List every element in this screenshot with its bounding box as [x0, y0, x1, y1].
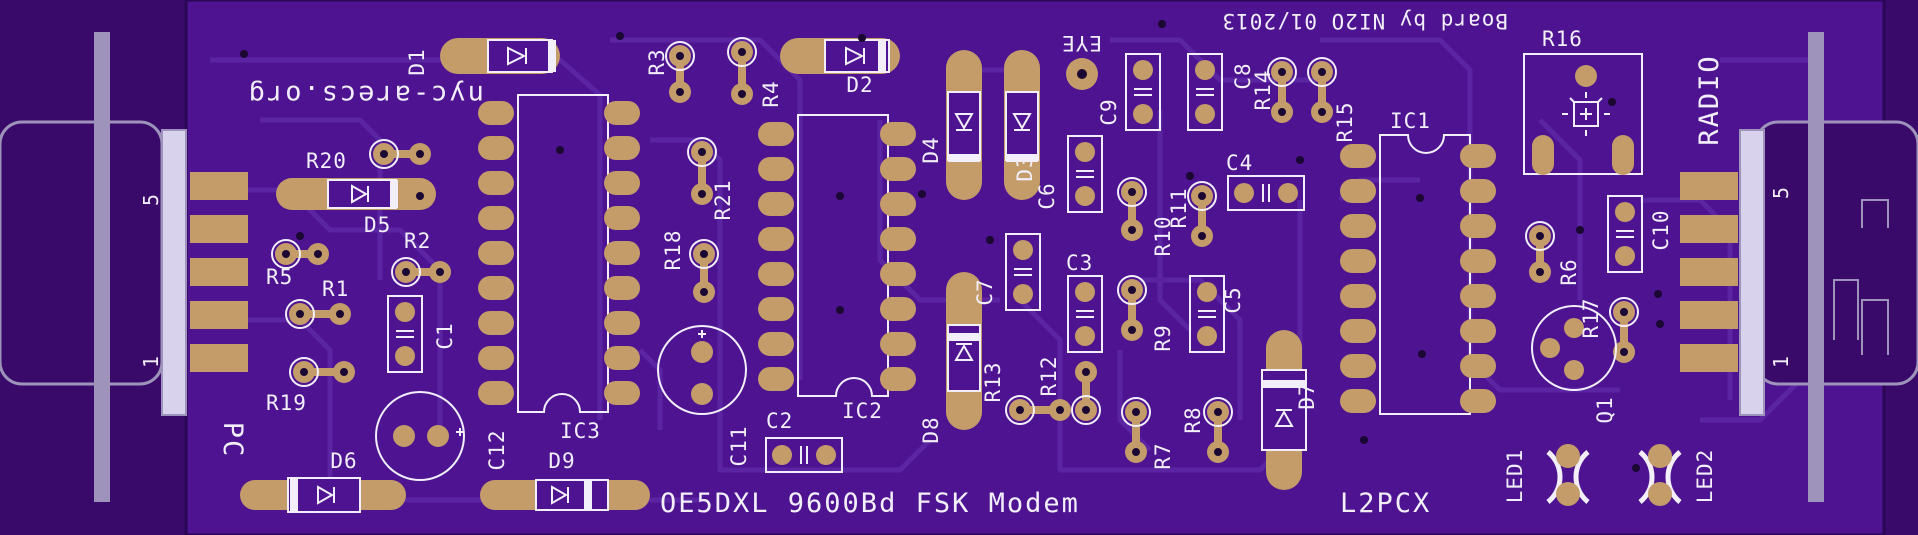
- label-ic1: IC1: [1390, 109, 1431, 133]
- label-c7: C7: [973, 278, 997, 305]
- board-title: OE5DXL 9600Bd FSK Modem: [660, 488, 1080, 519]
- label-r5: R5: [266, 265, 293, 289]
- label-d2: D2: [846, 73, 873, 97]
- label-d8: D8: [919, 416, 943, 443]
- label-r7: R7: [1151, 442, 1175, 469]
- label-d1: D1: [405, 48, 429, 75]
- label-r18: R18: [661, 230, 685, 271]
- label-r8: R8: [1181, 406, 1205, 433]
- transistor-q1: [1531, 305, 1617, 391]
- label-r4: R4: [759, 80, 783, 107]
- label-c10: C10: [1649, 210, 1673, 251]
- label-ic3: IC3: [560, 419, 601, 443]
- label-r11: R11: [1167, 188, 1191, 229]
- pc-connector-label: PC: [217, 422, 248, 459]
- label-d4: D4: [919, 136, 943, 163]
- label-r19: R19: [266, 391, 307, 415]
- label-r9: R9: [1151, 324, 1175, 351]
- label-r20: R20: [306, 149, 347, 173]
- trimmer-r16: [1523, 53, 1643, 175]
- label-c3: C3: [1066, 251, 1093, 275]
- board-version: L2PCX: [1340, 488, 1431, 519]
- label-r14: R14: [1251, 70, 1275, 111]
- board-credit: Board by NI2O 01/2013: [1221, 9, 1508, 33]
- pc-pin-5-label: 5: [139, 194, 163, 206]
- diode-d8: [946, 272, 982, 430]
- label-led2: LED2: [1693, 449, 1717, 504]
- label-r15: R15: [1333, 102, 1357, 143]
- diode-d7: [1261, 330, 1307, 490]
- board-website: nyc-arecs.org: [247, 79, 484, 110]
- label-r1: R1: [322, 277, 349, 301]
- label-c9: C9: [1097, 98, 1121, 125]
- label-c1: C1: [433, 322, 457, 349]
- ic1-outline: [1379, 134, 1471, 415]
- label-c6: C6: [1035, 182, 1059, 209]
- label-r17: R17: [1579, 298, 1603, 339]
- vias: [240, 20, 1664, 472]
- radio-connector-label: RADIO: [1694, 54, 1725, 145]
- label-c4: C4: [1226, 151, 1253, 175]
- ic-pads: [478, 101, 1496, 413]
- label-c5: C5: [1221, 286, 1245, 313]
- capacitor-c12: [375, 391, 465, 481]
- label-q1: Q1: [1593, 396, 1617, 423]
- radio-pin-5-label: 5: [1769, 187, 1793, 199]
- label-d9: D9: [548, 449, 575, 473]
- diode-d3: [1004, 50, 1040, 200]
- label-d7: D7: [1295, 382, 1319, 409]
- label-d3: D3: [1013, 154, 1037, 181]
- diode-d9: [480, 479, 650, 511]
- diode-d4: [946, 50, 982, 200]
- capacitor-c11: [657, 325, 747, 415]
- ic2-outline: [797, 114, 889, 397]
- diode-d5: [276, 178, 436, 210]
- label-d5: D5: [364, 213, 391, 237]
- label-c12: C12: [485, 430, 509, 471]
- label-ic2: IC2: [842, 399, 883, 423]
- resistors: [271, 37, 1639, 463]
- label-r6: R6: [1557, 258, 1581, 285]
- led1: [1546, 444, 1590, 506]
- pc-pin-1-label: 1: [139, 356, 163, 368]
- label-r3: R3: [645, 48, 669, 75]
- label-c8: C8: [1231, 62, 1255, 89]
- label-d6: D6: [330, 449, 357, 473]
- radio-db9-connector: [1680, 32, 1918, 502]
- diode-d1: [440, 38, 560, 74]
- diode-d2: [780, 38, 900, 74]
- diode-d6: [240, 477, 406, 513]
- pc-db9-connector: [0, 32, 248, 502]
- ic3-outline: [517, 94, 609, 413]
- label-led1: LED1: [1503, 449, 1527, 504]
- label-r12: R12: [1037, 356, 1061, 397]
- label-r2: R2: [404, 229, 431, 253]
- radio-pin-1-label: 1: [1769, 356, 1793, 368]
- label-r21: R21: [711, 180, 735, 221]
- label-r13: R13: [981, 362, 1005, 403]
- label-r10: R10: [1151, 216, 1175, 257]
- label-c11: C11: [727, 426, 751, 467]
- capacitors: [387, 53, 1643, 473]
- label-r16: R16: [1542, 27, 1583, 51]
- led2: [1638, 444, 1682, 506]
- eye-label: EYE: [1061, 31, 1102, 55]
- label-c2: C2: [766, 409, 793, 433]
